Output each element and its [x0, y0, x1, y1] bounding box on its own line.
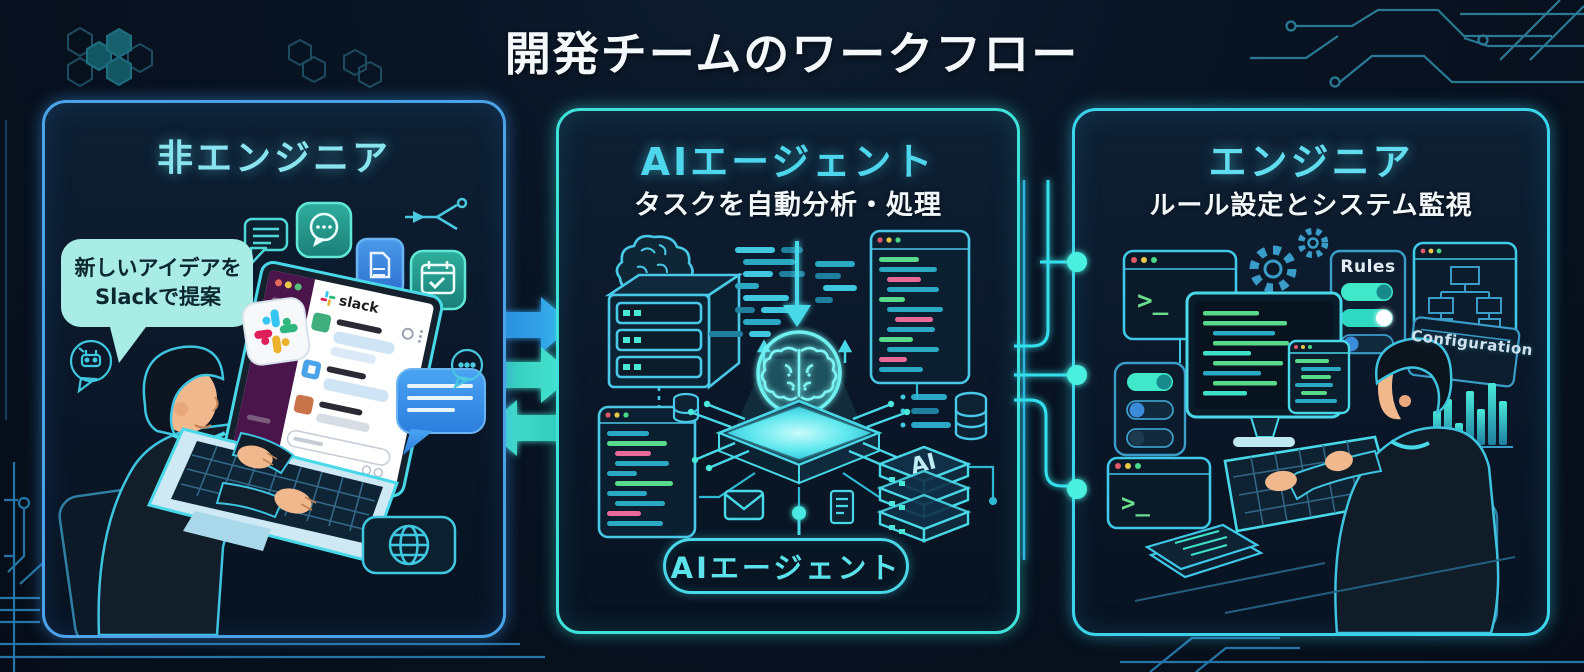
circuit-decoration-bottom-left [0, 120, 545, 672]
slack-logo-icon [241, 297, 311, 366]
ai-stack-label: AI [908, 449, 939, 479]
code-lines-right [900, 394, 951, 428]
non-engineer-illustration: slack [58, 197, 486, 635]
panel-engineer: エンジニア ルール設定とシステム監視 >_ [1072, 108, 1550, 636]
panel-non-engineer: 非エンジニア [42, 100, 506, 638]
server-rack-brain [604, 234, 744, 413]
ellipsis-bubble-icon [450, 348, 484, 390]
speech-bubble-text: 新しいアイデアを Slackで提案 [63, 243, 253, 323]
terminal-window-bottom: >_ [1106, 456, 1212, 530]
speech-bubble-line1: 新しいアイデアを [74, 255, 242, 280]
terminal-prompt-bottom: >_ [1121, 489, 1150, 517]
code-window-left [597, 405, 697, 539]
speech-bubble-line2: Slackで提案 [95, 285, 221, 309]
robot-chat-icon [69, 339, 113, 394]
page-title: 開発チームのワークフロー [504, 27, 1080, 81]
reply-bubble-icon [396, 368, 486, 455]
speech-bubble [61, 239, 253, 363]
terminal-prompt-top: >_ [1137, 286, 1169, 316]
ai-agent-pill: AIエージェント [663, 538, 909, 594]
arrow-right-blue [484, 297, 574, 353]
gear-icon [1249, 227, 1329, 293]
branch-arrow-icon [405, 197, 468, 231]
envelope-icon [723, 489, 765, 521]
rules-panel [1329, 249, 1407, 355]
rules-panel-label: Rules [1340, 257, 1396, 277]
database-icon-small [672, 392, 700, 424]
arrow-left-teal [484, 400, 574, 456]
chat-dots-icon [295, 201, 353, 259]
ai-chip-icon [687, 399, 911, 485]
engineer-person [1265, 337, 1500, 633]
floating-code-lines [709, 247, 857, 337]
globe-pad-icon [361, 515, 457, 575]
engineer-illustration: >_ >_ [1106, 227, 1521, 633]
code-popup-window [1287, 339, 1351, 415]
ai-agent-pill-label: AIエージェント [670, 551, 902, 585]
down-arrow-icon [783, 241, 811, 327]
ai-agent-illustration: AI [597, 229, 998, 543]
right-panel-header: エンジニア [1208, 140, 1414, 184]
circuit-decoration-top-right [1250, 0, 1584, 88]
panel-ai-agent: AIエージェント タスクを自動分析・処理 [556, 108, 1020, 634]
note-icon [829, 489, 855, 525]
code-window-right [869, 229, 971, 385]
desk-lines [1134, 556, 1516, 614]
middle-panel-header: AIエージェント [640, 140, 936, 184]
circuit-decoration-bottom-right [1120, 636, 1584, 672]
database-icon [954, 391, 988, 441]
hands [215, 431, 317, 519]
ai-server-stack-icon: AI [876, 445, 972, 543]
right-panel-subtitle: ルール設定とシステム監視 [1149, 191, 1473, 221]
middle-panel-subtitle: タスクを自動分析・処理 [634, 190, 942, 221]
connector-line [792, 506, 806, 535]
arrow-right-teal [484, 347, 574, 403]
toggle-panel [1113, 361, 1187, 457]
papers-stack-icon [1144, 523, 1264, 579]
hexagon-decoration [67, 26, 382, 89]
flow-arrows [484, 297, 574, 456]
left-panel-header: 非エンジニア [156, 138, 391, 179]
